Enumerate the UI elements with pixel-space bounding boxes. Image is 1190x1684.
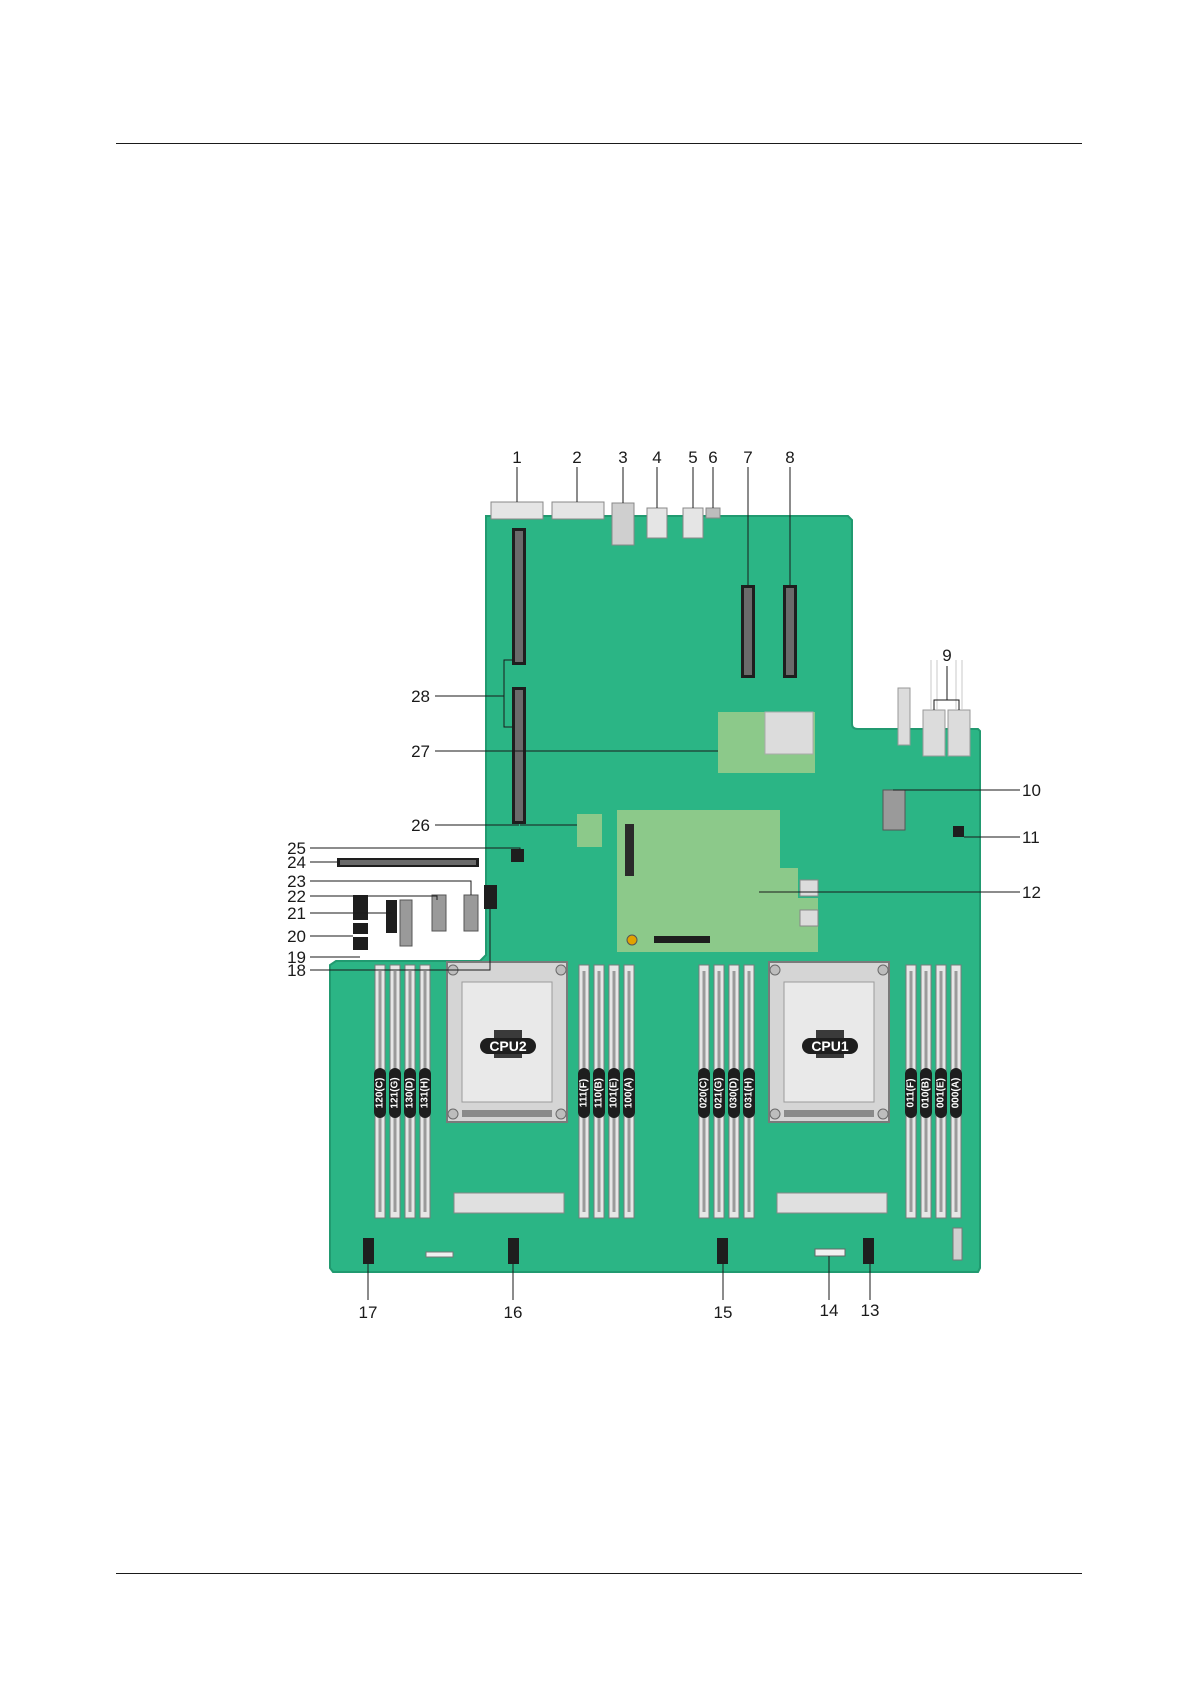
cpu1-label: CPU1 [811,1038,849,1054]
callout-1: 1 [512,448,521,467]
dimm-slot-label: 031(H) [744,1078,755,1109]
callout-16: 16 [504,1303,523,1322]
callout-21: 21 [287,904,306,923]
dimm-slot-label: 000(A) [951,1078,962,1109]
connector-14 [815,1249,845,1256]
sata-12-b [800,910,818,926]
callout-8: 8 [785,448,794,467]
cpu2-socket: CPU2 [447,962,567,1122]
cpu1-power-connector [777,1193,887,1213]
callout-23: 23 [287,872,306,891]
callout-11: 11 [1022,828,1040,847]
slot-12-a [625,824,634,876]
slot-12-b [654,936,710,943]
slot-24-inner [340,860,476,865]
dimm-slot-label: 010(B) [921,1078,932,1109]
callout-14: 14 [820,1301,839,1320]
dimm-slot-label: 001(E) [936,1078,947,1108]
bottom-pad [426,1252,453,1257]
callout-26: 26 [411,816,430,835]
callout-15: 15 [714,1303,733,1322]
dimm-slot-label: 011(F) [906,1079,917,1108]
dimm-slot-label: 131(H) [420,1078,431,1109]
callout-5: 5 [688,448,697,467]
dimm-slot-label: 030(D) [729,1078,740,1109]
connector-11 [953,826,964,837]
callout-27: 27 [411,742,430,761]
callout-6: 6 [708,448,717,467]
dimm-slot-label: 121(G) [390,1077,401,1108]
cpu2-power-connector [454,1193,564,1213]
callout-4: 4 [652,448,661,467]
callout-2: 2 [572,448,581,467]
dimm-slot-label: 100(A) [624,1078,635,1109]
callout-10: 10 [1022,781,1041,800]
dimm-slot-label: 020(C) [699,1078,710,1109]
callout-3: 3 [618,448,627,467]
dimm-slot-label: 111(F) [579,1079,590,1107]
callout-20: 20 [287,927,306,946]
left-small-connectors [353,885,497,950]
chip-27-module [765,712,813,754]
cpu1-socket: CPU1 [769,962,889,1122]
callout-12: 12 [1022,883,1041,902]
dimm-slot-label: 120(C) [375,1078,386,1109]
dimm-slot-label: 021(G) [714,1077,725,1108]
connector-10 [883,790,905,830]
callout-28: 28 [411,687,430,706]
callout-25: 25 [287,839,306,858]
chip-26 [577,814,602,847]
dimm-slot-label: 110(B) [594,1078,605,1108]
battery-12 [627,935,637,945]
connector-25 [511,849,524,862]
dimm-slot-label: 101(E) [609,1078,620,1108]
callout-19: 19 [287,948,306,967]
callout-13: 13 [861,1301,880,1320]
callout-9: 9 [942,646,951,665]
cpu2-label: CPU2 [489,1038,527,1054]
callout-17: 17 [359,1303,378,1322]
sata-12-a [800,880,818,896]
callout-7: 7 [743,448,752,467]
dimm-slot-label: 130(D) [405,1078,416,1109]
